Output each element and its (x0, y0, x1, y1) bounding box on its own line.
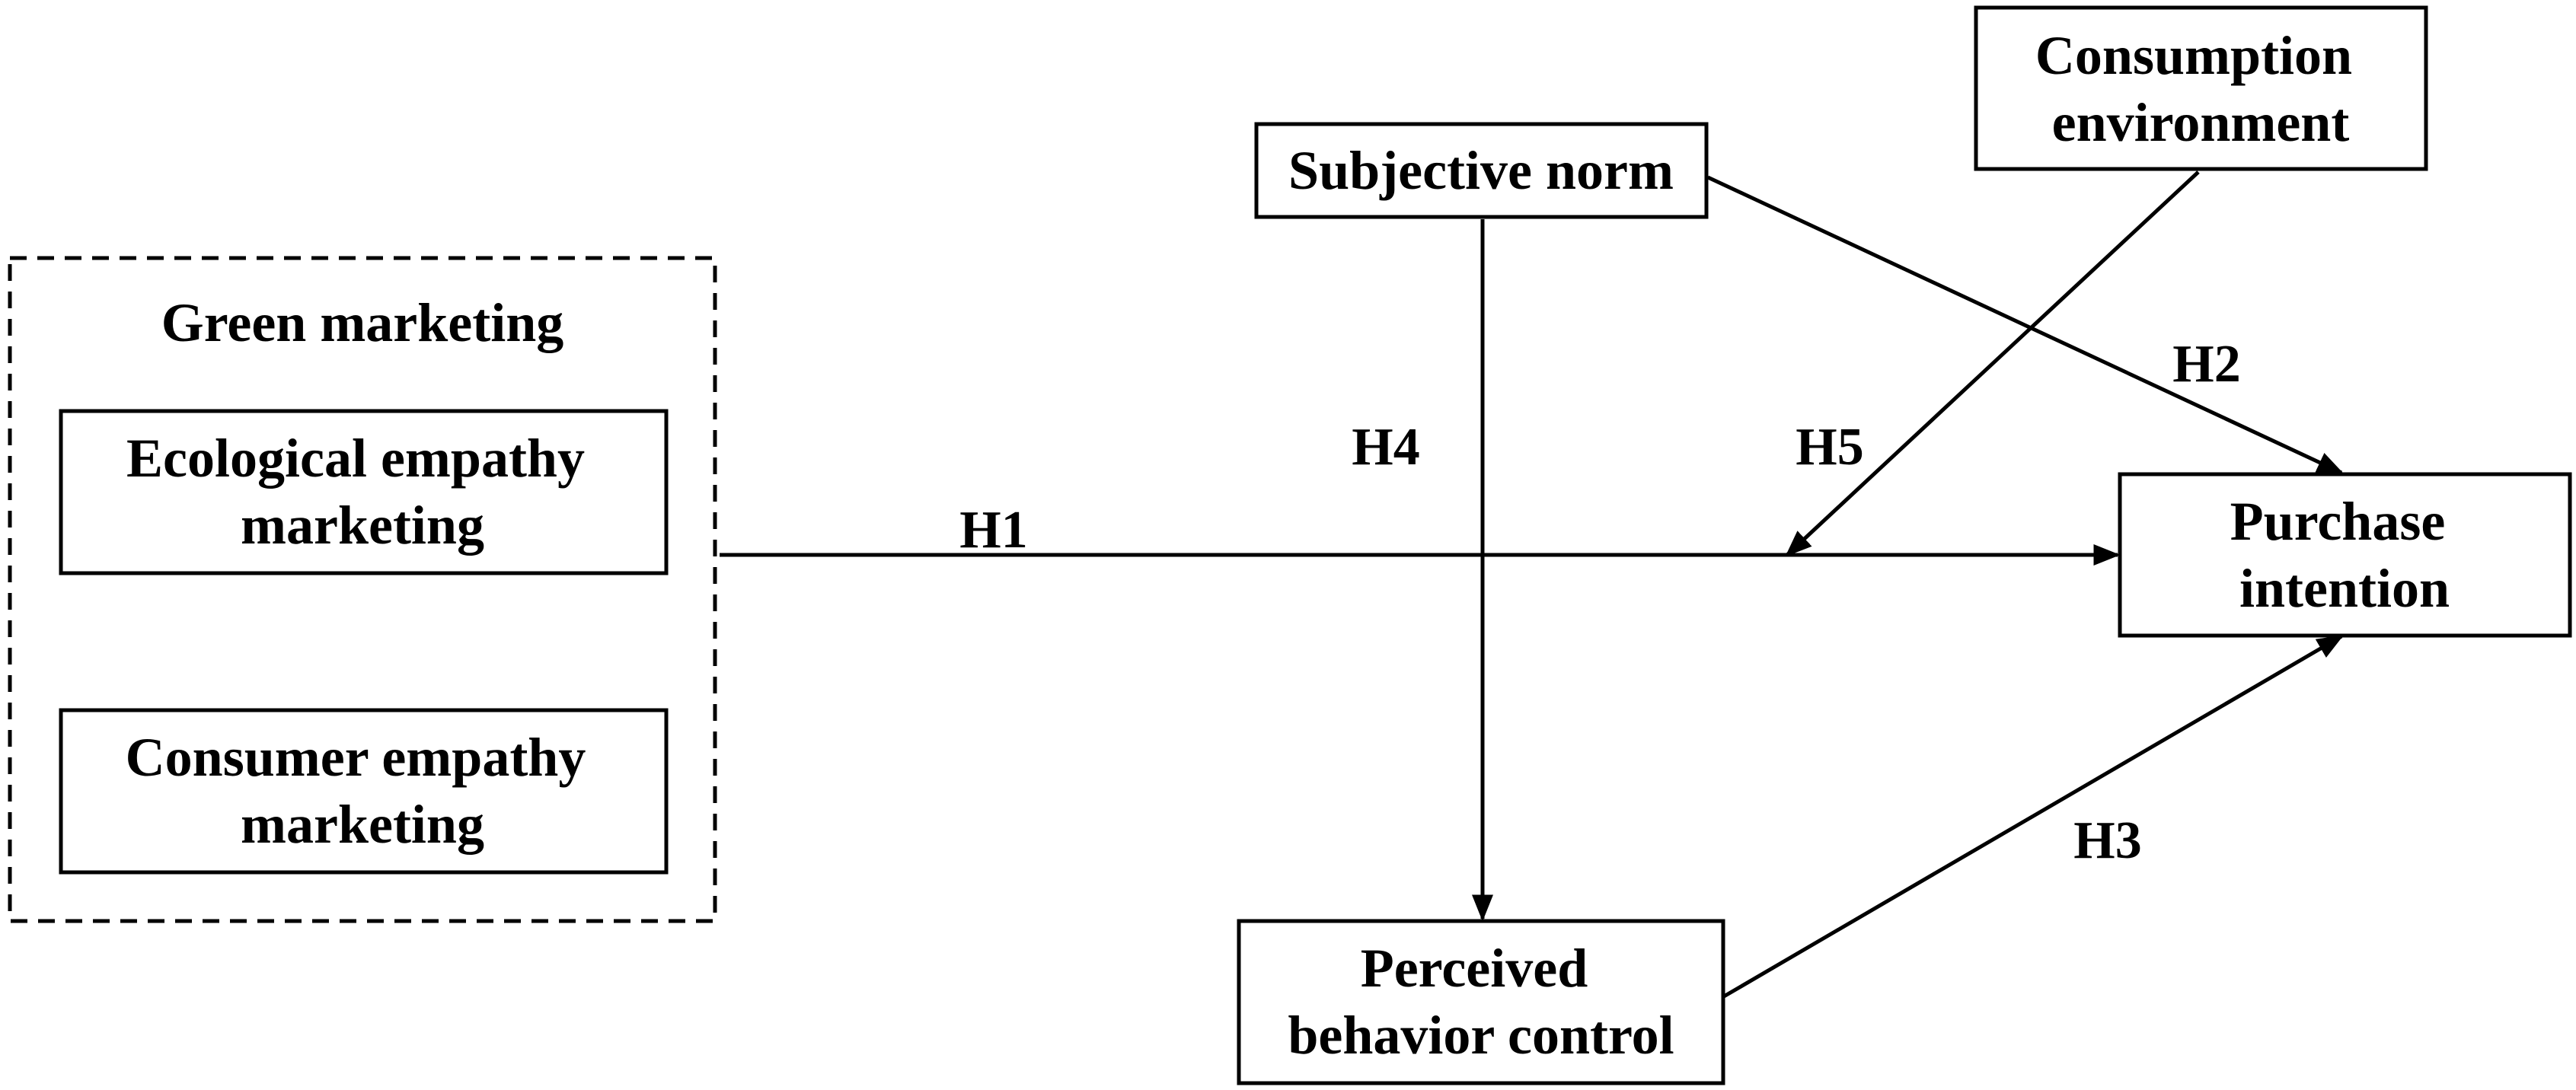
perceived-behavior-control-label: Perceived behavior control (1288, 938, 1674, 1066)
edge-h2 (1706, 175, 2345, 475)
green-marketing-title: Green marketing (161, 292, 564, 353)
perceived-behavior-control-box (1237, 919, 1725, 1085)
edge-label-h1: H1 (959, 501, 1027, 559)
edge-h3 (1722, 634, 2345, 999)
subjective-norm-label: Subjective norm (1288, 140, 1674, 201)
ecological-empathy-marketing-box (59, 409, 669, 575)
consumption-environment-label: Consumption environment (2035, 25, 2366, 153)
edge-label-h2: H2 (2172, 335, 2240, 394)
consumer-empathy-marketing-label: Consumer empathy marketing (126, 727, 600, 855)
consumer-empathy-marketing-box (59, 708, 669, 875)
edge-label-h5: H5 (1796, 418, 1863, 476)
purchase-intention-box (2118, 472, 2572, 638)
edge-h5 (1785, 171, 2200, 557)
edge-label-h3: H3 (2073, 811, 2141, 870)
edge-label-h4: H4 (1352, 418, 1419, 476)
purchase-intention-label: Purchase intention (2230, 491, 2459, 619)
ecological-empathy-marketing-label: Ecological empathy marketing (126, 428, 599, 556)
consumption-environment-box (1974, 5, 2428, 171)
subjective-norm-box (1254, 122, 1709, 219)
